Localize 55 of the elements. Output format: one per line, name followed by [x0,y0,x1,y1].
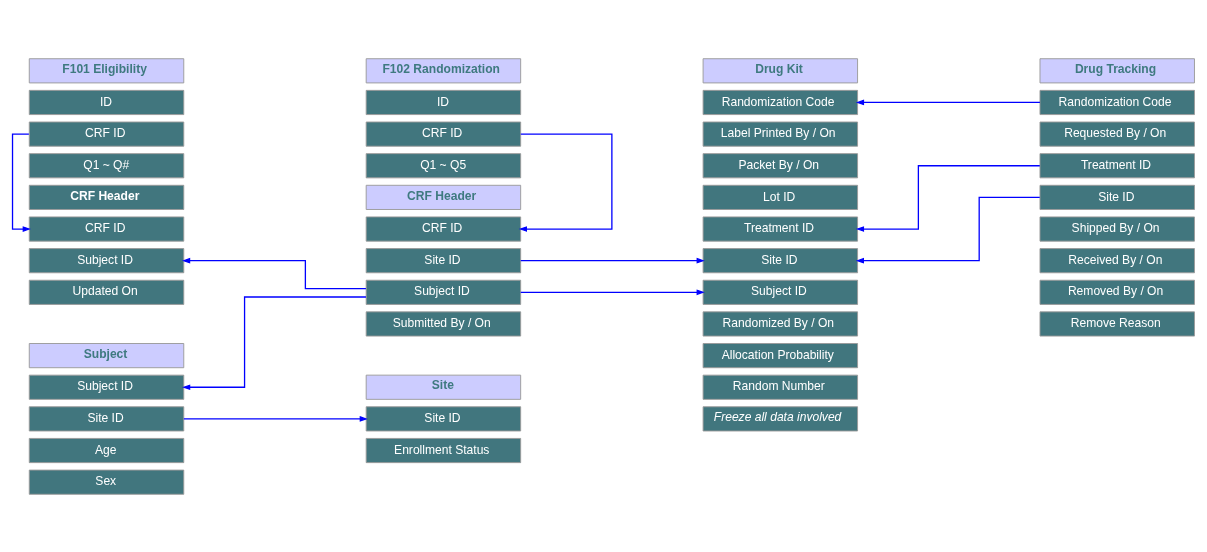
node-box: Drug Kit [702,57,859,83]
node-box: Received By / On [1039,247,1195,273]
node-box: Requested By / On [1039,121,1195,147]
node-box: CRF ID [28,121,185,147]
node-box: Treatment ID [702,215,859,242]
node-box: Allocation Probability [702,342,859,368]
arrow [183,415,368,422]
node-box: Randomization Code [1039,89,1195,115]
node-box: Packet By / On [702,152,859,178]
node-box: Subject [28,342,185,368]
node-box: Subject ID [28,247,185,273]
node-box: Q1 ~ Q# [28,152,185,178]
arrow [855,99,1041,105]
node-box: Freeze all data involved [702,405,859,431]
node-box: CRF ID [28,215,185,242]
node-box: CRF ID [365,121,522,147]
arrow [182,257,367,289]
node-box: Site ID [28,405,185,431]
node-box: CRF Header [28,184,185,210]
node-box: Updated On [28,279,185,305]
arrow [855,196,1041,264]
node-box: Treatment ID [1039,152,1195,178]
arrow [520,257,705,264]
node-box: Randomization Code [702,89,859,115]
node-box: ID [365,89,522,115]
node-box: CRF Header [365,184,522,210]
node-box: Site ID [365,405,522,431]
node-box: Site [365,374,522,400]
node-box: Submitted By / On [365,310,522,337]
node-box: Site ID [365,247,522,273]
node-box: Q1 ~ Q5 [365,152,522,178]
node-box: Sex [28,469,185,495]
node-box: Randomized By / On [702,310,859,337]
node-box: CRF ID [365,215,522,242]
node-box: Shipped By / On [1039,215,1195,242]
node-box: F101 Eligibility [28,57,185,83]
node-box: Lot ID [702,184,859,210]
node-box: Removed By / On [1039,279,1195,305]
node-box: Random Number [702,374,859,400]
node-box: Remove Reason [1039,310,1195,337]
node-box: ID [28,89,185,115]
node-box: Site ID [1039,184,1195,210]
arrow [182,295,367,390]
node-box: Drug Tracking [1039,57,1195,83]
node-box: F102 Randomization [365,57,522,83]
arrow [518,132,613,232]
arrow [520,288,705,295]
node-box: Label Printed By / On [702,121,859,147]
node-box: Enrollment Status [365,437,522,463]
node-box: Subject ID [28,374,185,400]
node-box: Site ID [702,247,859,273]
node-box: Subject ID [702,279,859,305]
node-box: Subject ID [365,279,522,305]
arrow [855,164,1041,232]
node-box: Age [28,437,185,463]
